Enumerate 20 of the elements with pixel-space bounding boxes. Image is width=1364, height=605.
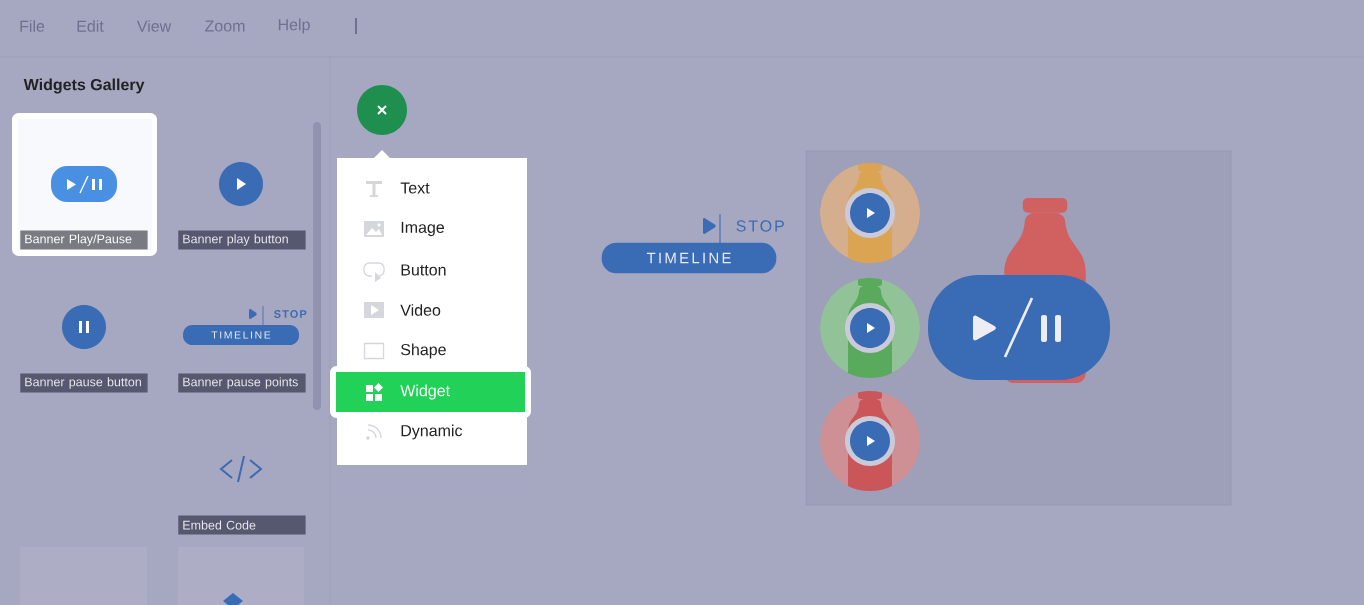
panel-heading: Widgets Gallery xyxy=(23,78,145,94)
menu-item: Help xyxy=(278,18,310,34)
widget-caption: Banner play button xyxy=(178,230,306,250)
widget-caption: Embed Code xyxy=(178,515,306,535)
stop-label: STOP xyxy=(736,220,784,232)
menu-option: Dynamic xyxy=(401,424,463,440)
menu-option: Shape xyxy=(401,343,446,359)
menu-item: File xyxy=(20,20,45,32)
menu-item: Zoom xyxy=(205,20,245,32)
menu-item: Edit xyxy=(77,20,104,32)
widget-caption: Banner pause button xyxy=(20,373,148,393)
menu-option: Image xyxy=(401,221,444,237)
menu-option: Text xyxy=(400,182,430,194)
stop-label: STOP xyxy=(274,310,307,318)
widget-caption: Banner pause points xyxy=(178,373,306,393)
menu-item: View xyxy=(136,20,172,32)
widget-caption: Banner Play/Pause xyxy=(20,230,148,250)
menu-option: Widget xyxy=(400,384,450,400)
menu-option: Video xyxy=(400,304,441,316)
menu-option: Button xyxy=(401,264,446,276)
